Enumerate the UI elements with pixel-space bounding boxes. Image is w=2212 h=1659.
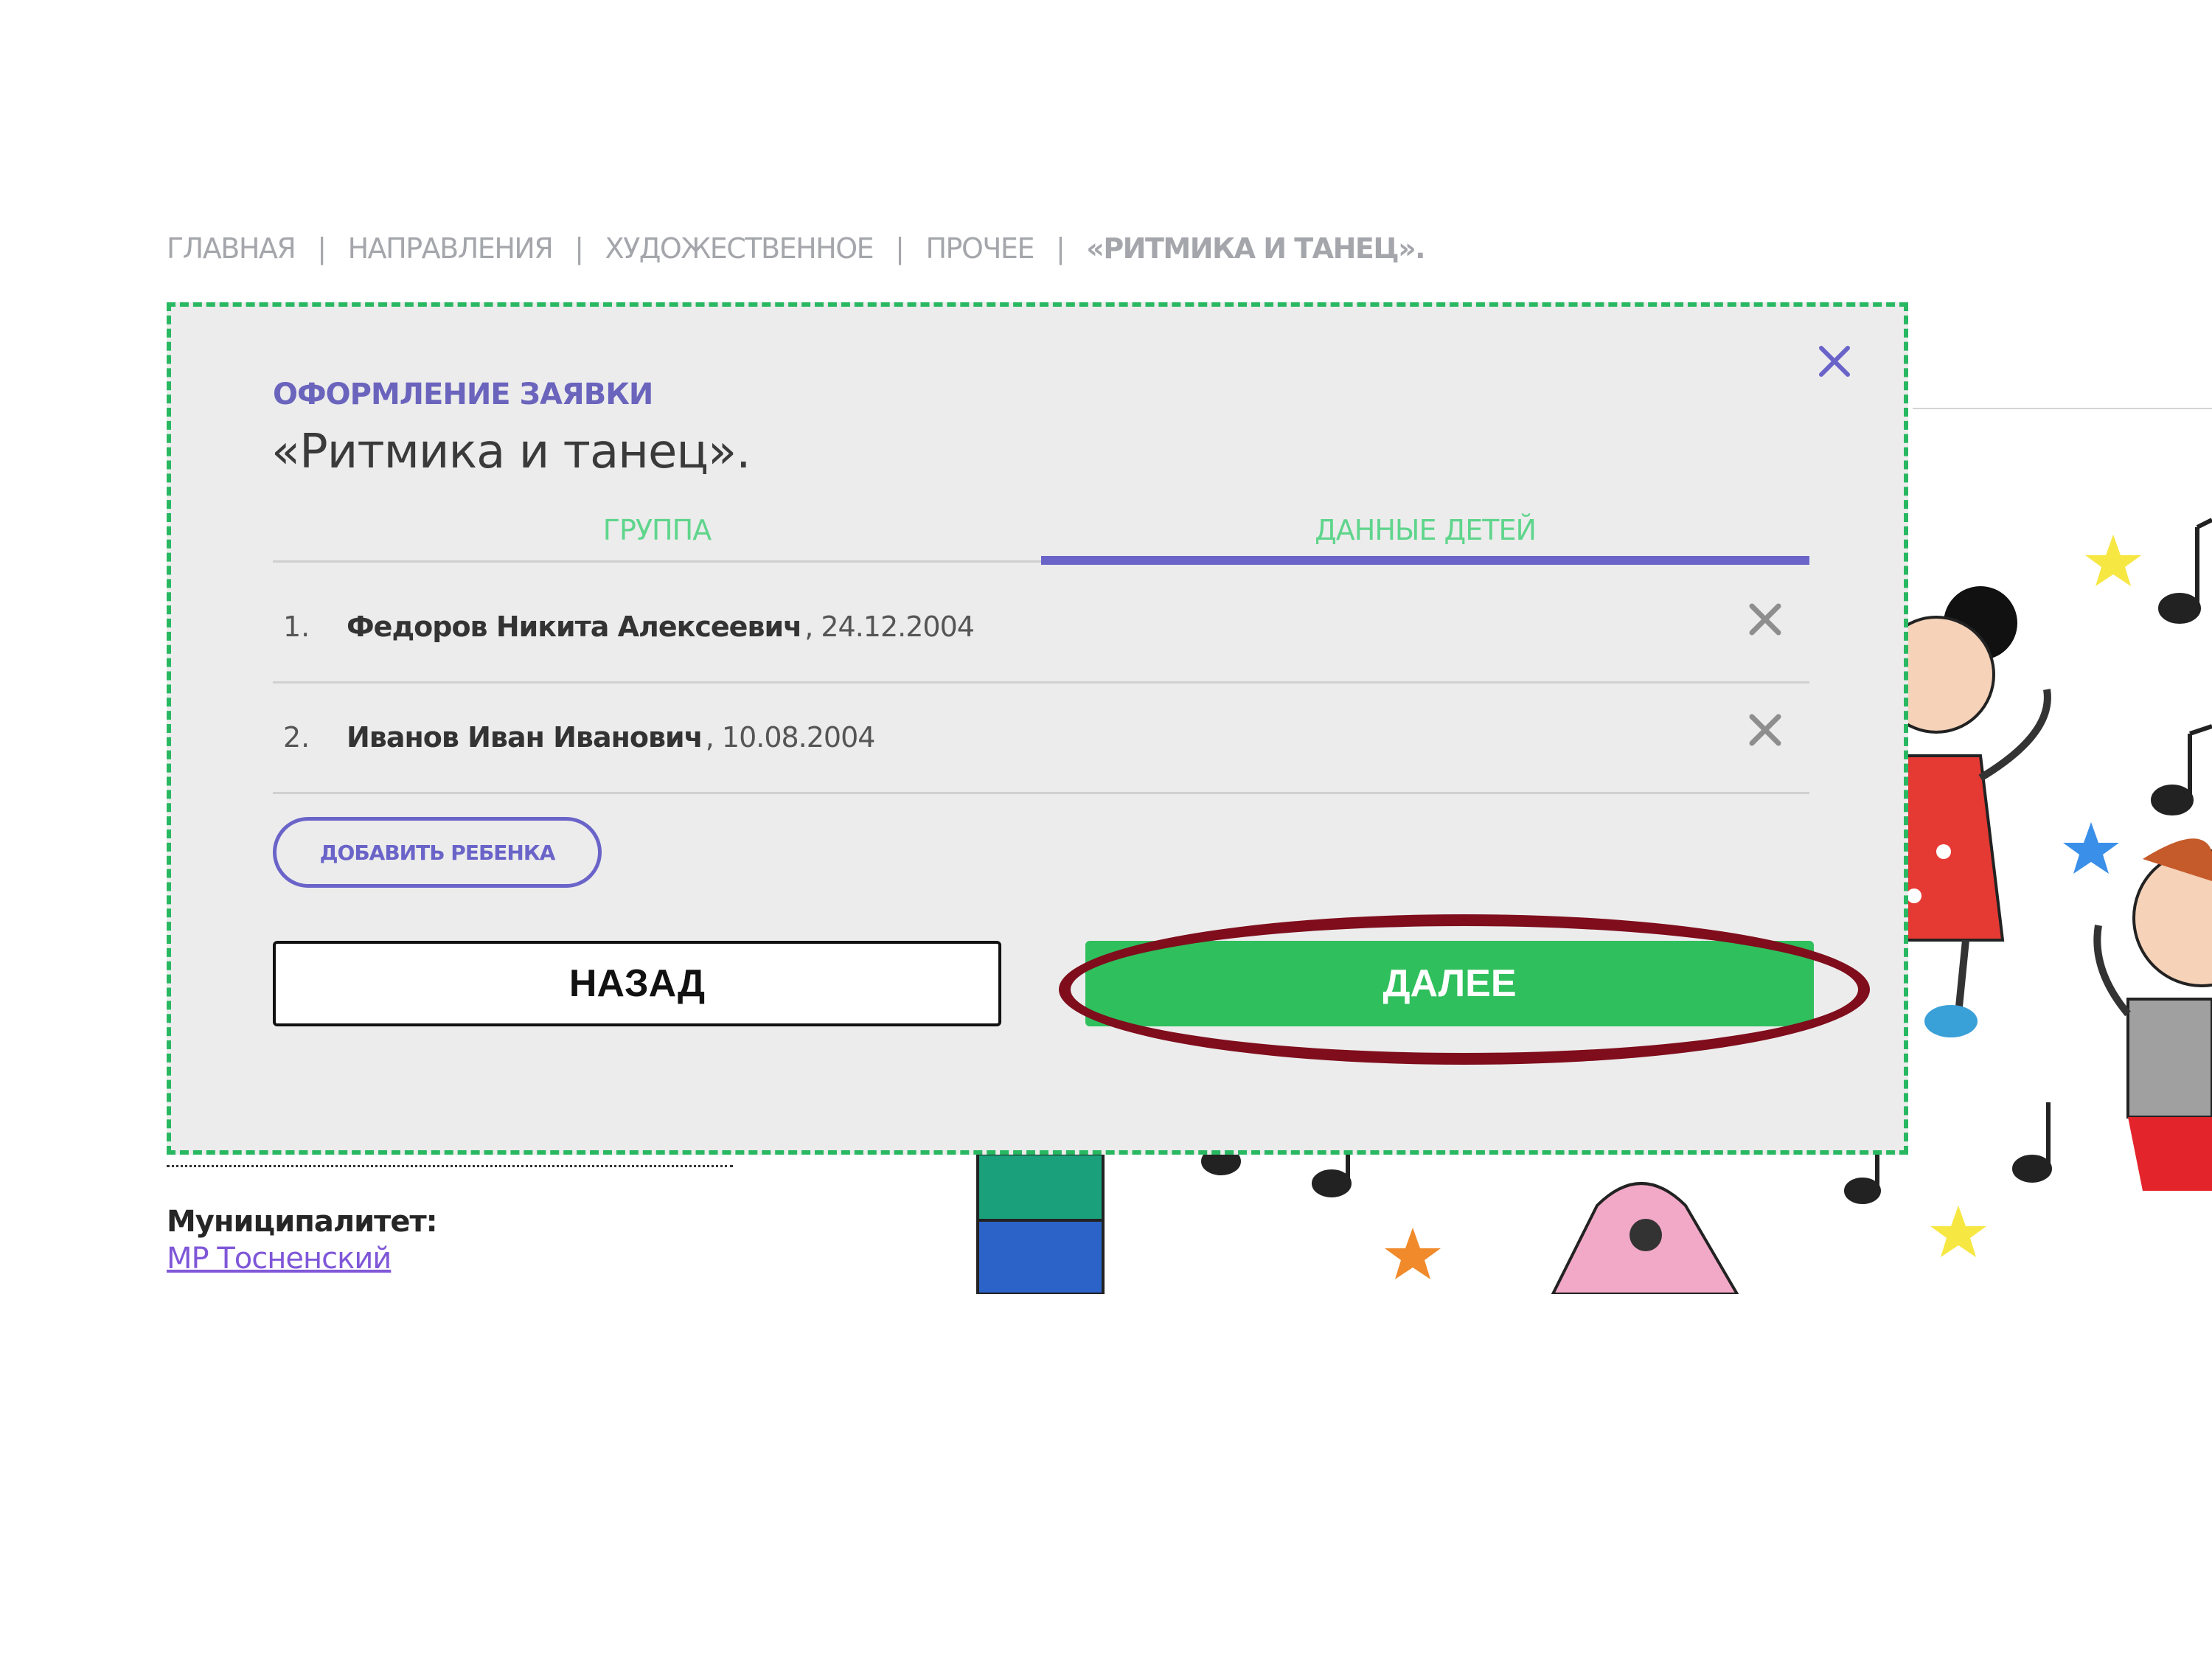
application-dialog: ОФОРМЛЕНИЕ ЗАЯВКИ «Ритмика и танец». ГРУ… [167, 302, 1908, 1155]
dotted-separator [167, 1165, 733, 1167]
child-name: Федоров Никита Алексеевич [347, 611, 802, 643]
breadcrumb-other[interactable]: ПРОЧЕЕ [925, 232, 1034, 265]
child-number: 1. [283, 611, 310, 643]
breadcrumb-separator: | [1055, 232, 1065, 265]
breadcrumb-separator: | [574, 232, 584, 265]
municipality-link[interactable]: МР Тосненский [167, 1242, 392, 1276]
remove-child-button[interactable] [1743, 597, 1787, 641]
child-name: Иванов Иван Иванович [347, 721, 703, 754]
content-divider [1913, 408, 2212, 410]
breadcrumb-directions[interactable]: НАПРАВЛЕНИЯ [347, 232, 554, 265]
municipality-label: Муниципалитет: [167, 1205, 438, 1239]
dialog-subtitle: ОФОРМЛЕНИЕ ЗАЯВКИ [273, 378, 653, 411]
breadcrumb-current: «РИТМИКА И ТАНЕЦ». [1086, 232, 1425, 265]
tab-children-data[interactable]: ДАННЫЕ ДЕТЕЙ [1041, 504, 1809, 565]
breadcrumb: ГЛАВНАЯ | НАПРАВЛЕНИЯ | ХУДОЖЕСТВЕННОЕ |… [167, 230, 1426, 267]
breadcrumb-separator: | [895, 232, 905, 265]
remove-x-icon [1749, 714, 1781, 746]
close-icon [1819, 346, 1850, 377]
child-row: 1. Федоров Никита Алексеевич , 24.12.200… [273, 572, 1809, 684]
child-number: 2. [283, 721, 310, 754]
dialog-title: «Ритмика и танец». [271, 425, 751, 479]
step-tabs: ГРУППА ДАННЫЕ ДЕТЕЙ [273, 504, 1809, 565]
remove-x-icon [1749, 603, 1781, 636]
remove-child-button[interactable] [1743, 708, 1787, 752]
child-birthdate: , 24.12.2004 [804, 611, 975, 643]
child-row: 2. Иванов Иван Иванович , 10.08.2004 [273, 683, 1809, 794]
breadcrumb-home[interactable]: ГЛАВНАЯ [167, 232, 296, 265]
child-birthdate: , 10.08.2004 [705, 721, 876, 754]
back-button[interactable]: НАЗАД [273, 941, 1001, 1026]
next-button-wrapper: ДАЛЕЕ [1059, 914, 1870, 1065]
next-button[interactable]: ДАЛЕЕ [1085, 941, 1814, 1026]
breadcrumb-separator: | [317, 232, 327, 265]
tab-group[interactable]: ГРУППА [602, 514, 712, 546]
add-child-button[interactable]: ДОБАВИТЬ РЕБЕНКА [273, 817, 602, 888]
breadcrumb-artistic[interactable]: ХУДОЖЕСТВЕННОЕ [605, 232, 874, 265]
close-button[interactable] [1812, 339, 1857, 383]
